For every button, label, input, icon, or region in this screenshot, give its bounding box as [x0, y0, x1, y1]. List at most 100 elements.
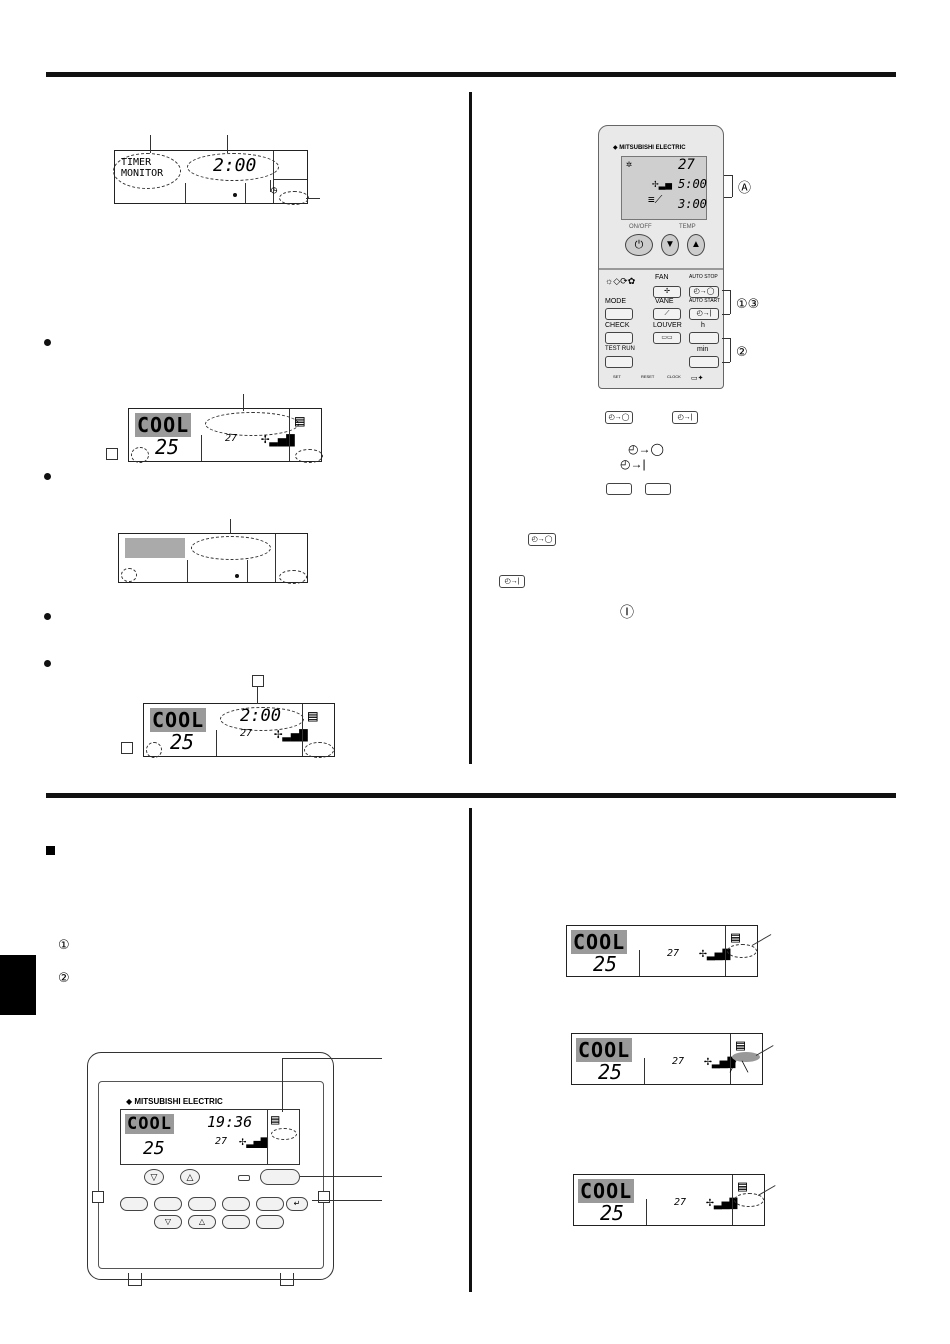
fan-button[interactable]: ✢ — [653, 286, 681, 298]
unit-icon: ▤ — [736, 1036, 746, 1054]
clock-icon: ◷ — [271, 185, 278, 196]
column-divider-top — [469, 92, 472, 764]
room-temp: 27 — [674, 1197, 687, 1208]
min-button[interactable] — [689, 356, 719, 368]
left-tab — [92, 1191, 104, 1203]
fan-icon: ✢▂▄▆ — [274, 726, 308, 742]
bullet — [44, 473, 51, 480]
auto-start-icon: ◴→| — [499, 575, 525, 588]
set-temp: 25 — [600, 1201, 625, 1225]
mode-cool: COOL — [135, 413, 192, 437]
mode-button[interactable] — [120, 1197, 148, 1211]
unit-icon: ▤ — [738, 1177, 748, 1195]
time-down-button[interactable]: ▽ — [154, 1215, 182, 1229]
mode-button[interactable] — [605, 308, 633, 320]
vane-button[interactable]: ⟋ — [653, 308, 681, 320]
vane-icon: ≡⟋ — [648, 193, 663, 206]
section-square-bullet — [46, 846, 55, 855]
time-highlight — [187, 153, 279, 181]
battery-icon: ▭✦ — [691, 375, 704, 382]
wired-clock: 19:36 — [207, 1113, 253, 1131]
louver-button[interactable]: ▭▭ — [653, 332, 681, 344]
timer-button[interactable] — [154, 1197, 182, 1211]
remote-time-off: 5:00 — [678, 177, 707, 191]
ventilation-button[interactable] — [256, 1215, 284, 1229]
clock-highlight — [279, 570, 307, 584]
auto-start-label: AUTO START — [689, 298, 721, 304]
room-temp: 27 — [240, 728, 253, 739]
fan-icon: ✢▂▄▆ — [699, 946, 731, 961]
list-mark-1: ① — [58, 937, 70, 952]
unit-icon: ▤ — [295, 411, 305, 430]
timer-time: 2:00 — [213, 155, 257, 176]
status-highlight — [146, 742, 162, 758]
test-run-label: TEST RUN — [605, 346, 635, 352]
auto-stop-icon: ◴→◯ — [605, 411, 633, 424]
bullet — [44, 660, 51, 667]
set-temp: 25 — [143, 1138, 165, 1159]
blinking-indicator — [732, 1052, 760, 1062]
wired-lcd: COOL 19:36 25 27 ✢▂▄▆ ▤ — [120, 1109, 300, 1165]
room-temp: 27 — [667, 948, 680, 959]
time-up-button[interactable]: △ — [188, 1215, 216, 1229]
mode-icons: ☼◇⟳✿ — [605, 276, 636, 286]
lcd-timer-monitor: TIMER MONITOR 2:00 ◷ — [113, 150, 309, 205]
clock-label: CLOCK — [667, 374, 681, 379]
on-off-button[interactable] — [260, 1169, 300, 1185]
check-button[interactable] — [605, 332, 633, 344]
temp-up-button[interactable]: ▲ — [687, 234, 705, 256]
gear-icon: ✲ — [626, 159, 633, 170]
auto-stop-icon: ◴→◯ — [528, 533, 556, 546]
reset-label: RESET — [641, 374, 655, 379]
bottom-notch-left — [128, 1273, 142, 1286]
set-temp: 25 — [155, 435, 180, 459]
callout-box — [106, 448, 118, 460]
lcd-cool-2: COOL 25 27 ✢▂▄▆ ▤ — [128, 408, 323, 463]
set-temp: 25 — [170, 730, 195, 754]
set-label: SET — [613, 374, 621, 379]
louver-button[interactable] — [222, 1215, 250, 1229]
mode-cool: COOL — [576, 1038, 633, 1062]
room-temp: 27 — [672, 1056, 685, 1067]
clock-highlight — [304, 742, 334, 758]
mode-cool: COOL — [571, 930, 628, 954]
column-divider-bottom — [469, 808, 472, 1292]
status-highlight — [727, 944, 757, 958]
room-temp: 27 — [225, 433, 238, 444]
h-label: h — [701, 322, 705, 329]
test-run-button[interactable] — [605, 356, 633, 368]
auto-start-symbol: ◴→| — [620, 457, 646, 471]
mode-cool: COOL — [578, 1179, 635, 1203]
time-highlight — [205, 412, 299, 436]
vane-button[interactable] — [256, 1197, 284, 1211]
mode-label: MODE — [605, 298, 626, 305]
bullet — [44, 339, 51, 346]
clock-highlight — [295, 449, 323, 463]
callout-2: ② — [736, 344, 748, 359]
remote-lcd: ✲ 27 5:00 3:00 ✢▂▄ ≡⟋ — [621, 156, 707, 220]
min-key-icon — [645, 483, 671, 495]
wired-brand: ◆ MITSUBISHI ELECTRIC — [126, 1097, 223, 1106]
temp-down-button[interactable]: ▽ — [144, 1169, 164, 1185]
right-tab — [318, 1191, 330, 1203]
auto-start-button[interactable]: ◴→| — [689, 308, 719, 320]
callout-box — [252, 675, 264, 687]
fan-icon: ✢▂▄▆ — [261, 431, 295, 447]
time-highlight — [220, 707, 304, 731]
timer-set-button[interactable] — [188, 1197, 216, 1211]
fan-speed-button[interactable] — [222, 1197, 250, 1211]
temp-down-button[interactable]: ▼ — [661, 234, 679, 256]
set-temp: 25 — [598, 1060, 623, 1084]
mode-placeholder — [125, 538, 185, 558]
h-button[interactable] — [689, 332, 719, 344]
list-mark-2: ② — [58, 970, 70, 985]
on-off-button[interactable]: ⏻ — [625, 234, 653, 256]
auto-stop-button[interactable]: ◴→◯ — [689, 286, 719, 298]
fan-label: FAN — [655, 274, 669, 281]
vane-label: VANE — [655, 298, 674, 305]
temp-up-button[interactable]: △ — [180, 1169, 200, 1185]
callout-a: Ⓐ — [738, 180, 752, 195]
enter-button[interactable]: ↵ — [286, 1197, 308, 1211]
lcd-cool-right-3: COOL 25 27 ✢▂▄▆ ▤ — [573, 1174, 765, 1226]
clock-highlight — [271, 1128, 297, 1140]
